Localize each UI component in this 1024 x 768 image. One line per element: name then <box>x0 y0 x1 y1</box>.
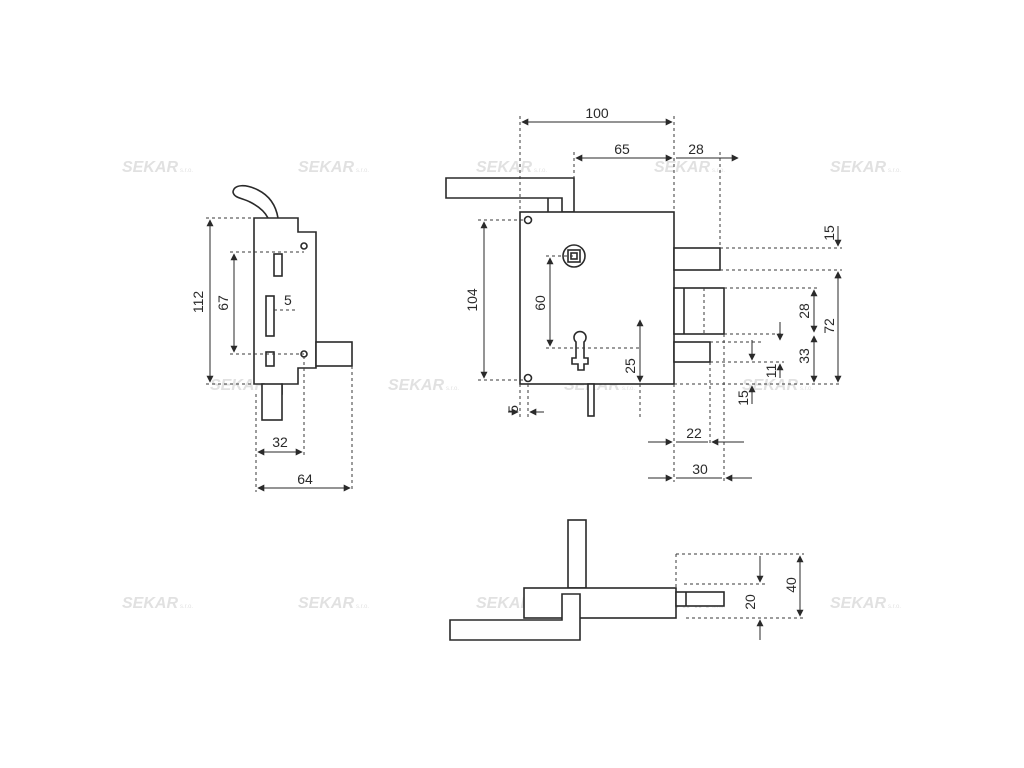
bottom-handle <box>449 593 581 641</box>
svg-text:SEKAR: SEKAR <box>830 159 886 176</box>
front-bolt-main <box>673 287 725 335</box>
svg-text:s.r.o.: s.r.o. <box>888 604 901 610</box>
dim-label-5-side: 5 <box>284 292 292 308</box>
svg-text:SEKAR: SEKAR <box>298 595 354 612</box>
svg-text:SEKAR: SEKAR <box>298 159 354 176</box>
svg-text:SEKAR: SEKAR <box>388 377 444 394</box>
svg-text:SEKAR: SEKAR <box>476 159 532 176</box>
watermark-5: SEKAR s.r.o. <box>830 159 901 176</box>
dim-label-65: 65 <box>614 141 630 157</box>
front-bolt-top <box>673 247 721 271</box>
side-hole-top <box>300 242 308 250</box>
dim-label-15-bottom: 15 <box>735 390 751 406</box>
watermark-9: SEKAR s.r.o. <box>742 377 813 394</box>
svg-text:SEKAR: SEKAR <box>122 595 178 612</box>
watermark-4: SEKAR s.r.o. <box>654 159 725 176</box>
front-lever <box>445 177 575 213</box>
svg-text:s.r.o.: s.r.o. <box>180 604 193 610</box>
svg-text:SEKAR: SEKAR <box>742 377 798 394</box>
front-lock-body <box>519 211 675 385</box>
dim-label-25: 25 <box>622 358 638 374</box>
svg-text:SEKAR: SEKAR <box>476 595 532 612</box>
svg-text:s.r.o.: s.r.o. <box>356 604 369 610</box>
dim-label-30: 30 <box>692 461 708 477</box>
dim-label-100: 100 <box>585 105 609 121</box>
bottom-lock-body <box>523 587 677 619</box>
dim-label-60: 60 <box>532 295 548 311</box>
side-slot-top <box>273 253 283 277</box>
dim-label-33: 33 <box>796 348 812 364</box>
svg-text:s.r.o.: s.r.o. <box>622 386 635 392</box>
side-slot-middle <box>265 295 275 337</box>
dim-label-28-top: 28 <box>688 141 704 157</box>
dim-label-64: 64 <box>297 471 313 487</box>
watermark-3: SEKAR s.r.o. <box>476 159 547 176</box>
dim-label-28-right: 28 <box>796 303 812 319</box>
svg-text:s.r.o.: s.r.o. <box>446 386 459 392</box>
svg-text:s.r.o.: s.r.o. <box>712 168 725 174</box>
watermark-7: SEKAR s.r.o. <box>388 377 459 394</box>
svg-text:SEKAR: SEKAR <box>210 377 266 394</box>
svg-text:s.r.o.: s.r.o. <box>800 386 813 392</box>
svg-text:s.r.o.: s.r.o. <box>180 168 193 174</box>
svg-text:s.r.o.: s.r.o. <box>534 168 547 174</box>
watermark-14: SEKAR s.r.o. <box>830 595 901 612</box>
side-bolt <box>315 341 353 367</box>
front-view: 100 65 28 104 60 25 5 15 72 28 33 <box>445 105 842 482</box>
svg-text:s.r.o.: s.r.o. <box>888 168 901 174</box>
dim-label-15-top: 15 <box>821 225 837 241</box>
dim-label-112: 112 <box>190 291 206 314</box>
bottom-vertical-tab <box>567 519 587 589</box>
dim-label-5-front: 5 <box>505 405 521 413</box>
side-handle-curve <box>232 184 279 219</box>
watermark-1: SEKAR s.r.o. <box>122 159 193 176</box>
front-bottom-tab <box>587 383 595 417</box>
svg-text:SEKAR: SEKAR <box>122 159 178 176</box>
front-keyhole <box>571 330 589 371</box>
svg-text:SEKAR: SEKAR <box>830 595 886 612</box>
side-view: 112 67 5 32 64 <box>190 184 353 492</box>
svg-text:s.r.o.: s.r.o. <box>356 168 369 174</box>
watermark-10: SEKAR s.r.o. <box>122 595 193 612</box>
side-slot-bottom <box>265 351 275 367</box>
watermark-group: SEKAR s.r.o. SEKAR s.r.o. SEKAR s.r.o. S… <box>122 159 901 612</box>
dim-label-22: 22 <box>686 425 702 441</box>
front-screw-top <box>523 215 533 225</box>
bottom-view: 20 40 <box>449 519 804 641</box>
dim-label-11: 11 <box>763 364 779 379</box>
bottom-bolt <box>675 591 725 607</box>
watermark-2: SEKAR s.r.o. <box>298 159 369 176</box>
watermark-11: SEKAR s.r.o. <box>298 595 369 612</box>
dim-label-32: 32 <box>272 434 288 450</box>
dim-label-104: 104 <box>464 288 480 312</box>
svg-text:s.r.o.: s.r.o. <box>712 604 725 610</box>
dim-label-72: 72 <box>821 318 837 334</box>
front-screw-bottom <box>523 373 533 383</box>
dim-label-67: 67 <box>215 295 231 311</box>
dim-label-40: 40 <box>783 577 799 593</box>
svg-text:SEKAR: SEKAR <box>654 159 710 176</box>
front-spindle-square <box>567 249 581 263</box>
dim-label-20: 20 <box>742 594 758 610</box>
front-spindle-hub <box>562 244 586 268</box>
side-stem <box>261 383 283 421</box>
front-bolt-lower <box>673 341 711 363</box>
